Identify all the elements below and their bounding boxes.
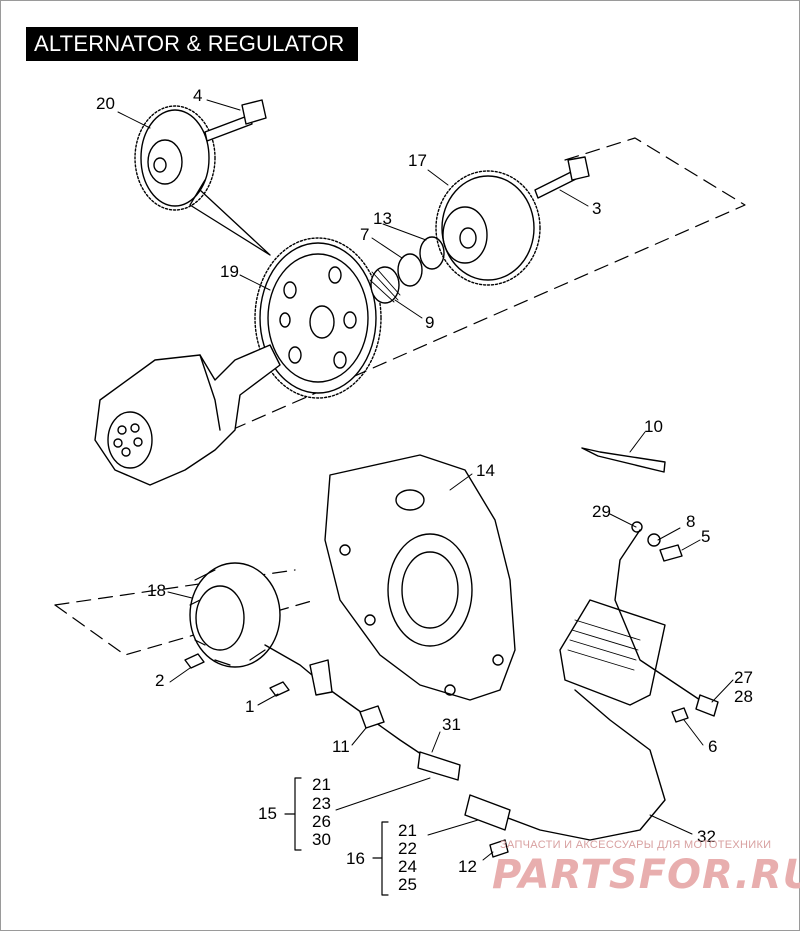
regulator-ground-wire bbox=[614, 529, 701, 701]
kit16-part-25: 25 bbox=[398, 875, 417, 894]
part-19-large-gear bbox=[254, 237, 382, 399]
kit15-part-23: 23 bbox=[312, 794, 331, 813]
leader-lines bbox=[117, 99, 734, 861]
callout-4: 4 bbox=[193, 86, 203, 105]
callout-28: 28 bbox=[734, 687, 753, 706]
part-27-28-connector bbox=[695, 694, 719, 717]
callout-27: 27 bbox=[734, 668, 753, 687]
part-17-rotor bbox=[435, 170, 541, 286]
part-3-bolt bbox=[534, 156, 590, 199]
callout-7: 7 bbox=[360, 225, 370, 244]
stator-harness bbox=[264, 644, 431, 761]
part-14-cover bbox=[324, 454, 516, 701]
kit15-part-26: 26 bbox=[312, 812, 331, 831]
part-10-cable-strap bbox=[581, 447, 666, 473]
part-31-connector bbox=[417, 751, 461, 781]
part-9-needle-bearing bbox=[369, 266, 401, 304]
watermark-brand: PARTSFOR.RU bbox=[492, 852, 800, 898]
part-8-washer bbox=[647, 533, 661, 547]
callout-8: 8 bbox=[686, 512, 696, 531]
part-29-ring-terminal bbox=[631, 521, 643, 533]
kit16-part-24: 24 bbox=[398, 857, 417, 876]
callout-16: 16 bbox=[346, 849, 365, 868]
part-20-gear bbox=[134, 105, 216, 211]
callout-12: 12 bbox=[458, 857, 477, 876]
harness-clip bbox=[309, 659, 333, 696]
part-13-ring bbox=[419, 236, 445, 270]
part-32-regulator bbox=[559, 599, 666, 706]
callout-19: 19 bbox=[220, 262, 239, 281]
kit15-part-21: 21 bbox=[312, 775, 331, 794]
callout-13: 13 bbox=[373, 209, 392, 228]
part-1-screw bbox=[269, 681, 290, 697]
callout-18: 18 bbox=[147, 581, 166, 600]
callout-5: 5 bbox=[701, 527, 711, 546]
callout-1: 1 bbox=[245, 697, 255, 716]
callout-20: 20 bbox=[96, 94, 115, 113]
part-20-pointer-arrows bbox=[189, 179, 271, 256]
kit-brackets bbox=[284, 777, 389, 896]
callout-32: 32 bbox=[697, 827, 716, 846]
callout-15: 15 bbox=[258, 804, 277, 823]
diagram-title: ALTERNATOR & REGULATOR bbox=[26, 27, 359, 61]
part-7-ring bbox=[397, 253, 423, 287]
callout-6: 6 bbox=[708, 737, 718, 756]
callout-10: 10 bbox=[644, 417, 663, 436]
part-2-screw bbox=[184, 653, 205, 669]
part-5-screw bbox=[659, 544, 683, 562]
kit15-part-30: 30 bbox=[312, 830, 331, 849]
part-6-screw bbox=[671, 707, 689, 723]
part-4-bolt bbox=[204, 99, 267, 142]
callout-31: 31 bbox=[442, 715, 461, 734]
kit16-part-22: 22 bbox=[398, 839, 417, 858]
crankshaft bbox=[94, 344, 281, 486]
regulator-output-cable bbox=[499, 689, 666, 841]
callout-3: 3 bbox=[592, 199, 602, 218]
callout-11: 11 bbox=[332, 737, 350, 756]
part-11-clip bbox=[359, 705, 385, 729]
callout-29: 29 bbox=[592, 502, 611, 521]
watermark-tagline: ЗАПЧАСТИ И АКСЕССУАРЫ ДЛЯ МОТОТЕХНИКИ bbox=[500, 839, 772, 851]
callout-2: 2 bbox=[155, 671, 165, 690]
kit16-part-21: 21 bbox=[398, 821, 417, 840]
part-18-stator bbox=[189, 562, 281, 668]
callout-14: 14 bbox=[476, 461, 495, 480]
callout-17: 17 bbox=[408, 151, 427, 170]
callout-9: 9 bbox=[425, 313, 435, 332]
regulator-connector bbox=[464, 794, 511, 831]
